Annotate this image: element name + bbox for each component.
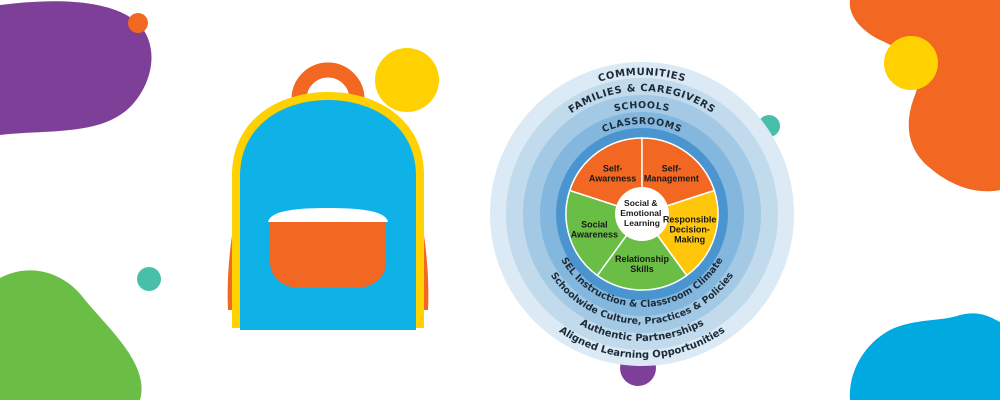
blue-blob-shape [849, 313, 1000, 400]
orange-blob-shape [849, 0, 1000, 192]
green-blob-shape [0, 270, 142, 400]
center-disc [615, 187, 669, 241]
sel-framework-diagram: Social & Emotional Learning Self-Awarene… [490, 62, 794, 366]
yellow-dot-shape [375, 48, 439, 112]
teal-dot-shape [137, 267, 161, 291]
center-label-line: Emotional [620, 208, 661, 218]
competency-label-line: Social [581, 220, 608, 230]
center-label-line: Social & [624, 198, 658, 208]
center-label-line: Learning [624, 218, 660, 228]
competency-label: Self-Awareness [589, 164, 636, 184]
competency-label-line: Skills [630, 264, 654, 274]
competency-label-line: Making [674, 235, 705, 245]
competency-label-line: Relationship [615, 254, 670, 264]
competency-label-line: Self- [603, 164, 623, 174]
orange-dot-shape [128, 13, 148, 33]
purple-blob-shape [0, 1, 152, 136]
competency-label-line: Awareness [571, 230, 618, 240]
competency-label-line: Self- [662, 164, 682, 174]
competency-label-line: Decision- [669, 225, 710, 235]
backpack-icon [227, 62, 429, 330]
relationship-skills-wedge [596, 212, 688, 291]
competency-label: Self-Management [644, 164, 699, 184]
competency-label-line: Management [644, 174, 699, 184]
competency-label-line: Awareness [589, 174, 636, 184]
competency-labels: Self-AwarenessSelf-ManagementResponsible… [571, 164, 717, 275]
yellow-dot-shape [884, 36, 938, 90]
competency-label-line: Responsible [663, 215, 717, 225]
center-label: Social & Emotional Learning [620, 198, 663, 228]
